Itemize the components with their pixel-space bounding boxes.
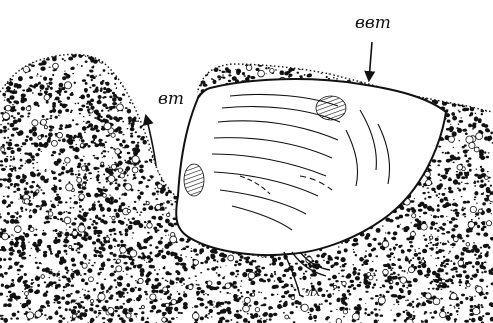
inhalant-siphon-label: вт (158, 89, 184, 109)
exhalant-siphon-spot (316, 96, 346, 120)
foot-label: лх (306, 285, 321, 299)
exhalant-siphon-label: ввт (355, 13, 391, 33)
inhalant-siphon-spot (184, 164, 204, 196)
exhalant-flow-arrow (369, 42, 372, 80)
